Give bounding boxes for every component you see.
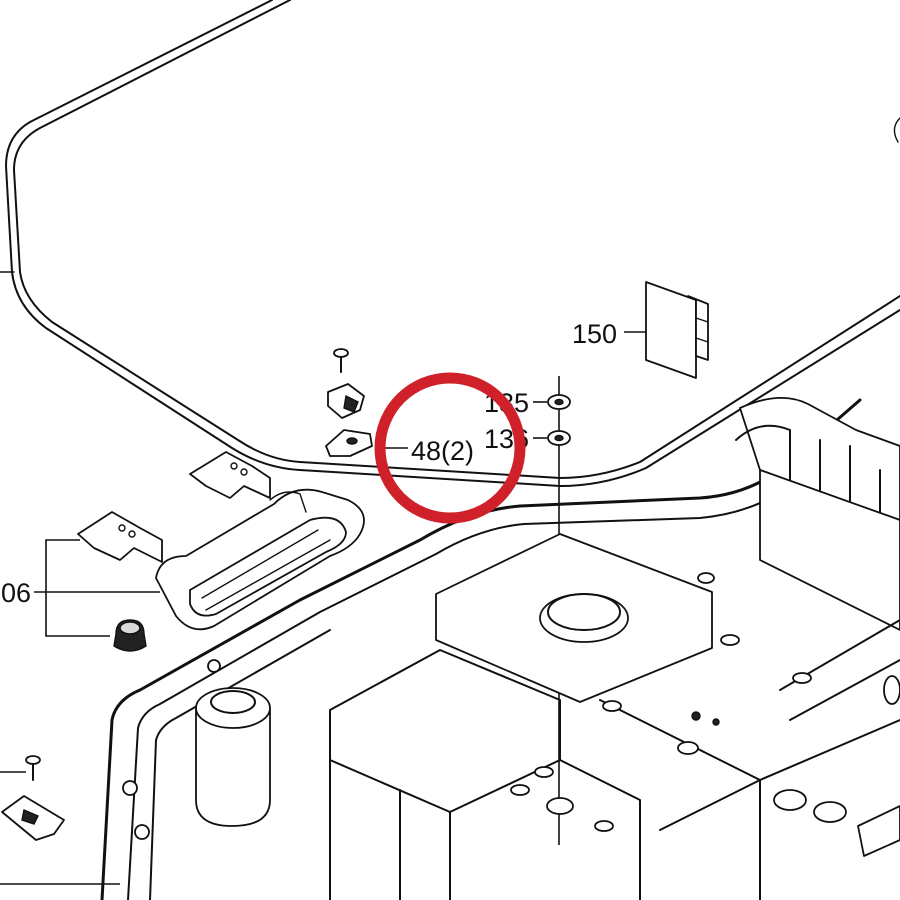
part-screw-bottom-left bbox=[0, 755, 120, 885]
part-150-bracket: 150 bbox=[572, 281, 709, 379]
label-106: 106 bbox=[0, 578, 31, 608]
part-135-136-washers: 135 136 bbox=[484, 376, 571, 845]
part-48-clips: 48(2) bbox=[325, 348, 474, 466]
label-48: 48(2) bbox=[411, 436, 474, 466]
lower-housing bbox=[100, 396, 900, 900]
callout-ring bbox=[374, 372, 526, 524]
part-106-assembly: 106 bbox=[0, 451, 365, 652]
label-150: 150 bbox=[572, 319, 617, 349]
top-cover bbox=[0, 0, 900, 487]
